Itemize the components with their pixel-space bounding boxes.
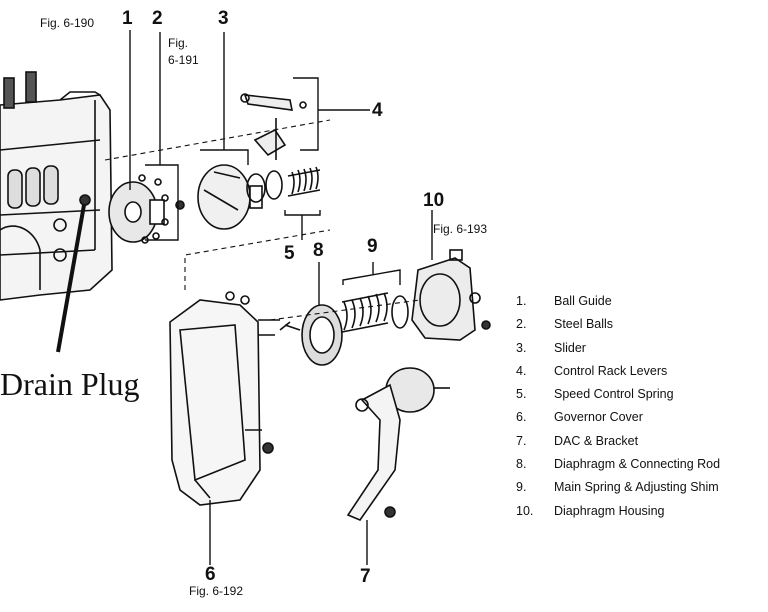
legend-item: 7. DAC & Bracket (516, 430, 720, 453)
callout-7: 7 (360, 566, 371, 587)
legend-item: 6. Governor Cover (516, 406, 720, 429)
legend-item-name: Governor Cover (554, 410, 643, 425)
legend-item: 9. Main Spring & Adjusting Shim (516, 476, 720, 499)
legend-item-number: 7. (516, 433, 527, 448)
diaphragm-housing-part (411, 249, 491, 341)
fig-6-192-ref: Fig. 6-192 (189, 584, 244, 598)
legend-item-name: Main Spring & Adjusting Shim (554, 480, 719, 495)
legend-item-name: Speed Control Spring (554, 387, 674, 402)
ball-guide-part (108, 181, 165, 243)
drain-plug-label: Drain Plug (0, 366, 140, 402)
fig-6-191-ref-line1: Fig. (168, 36, 189, 50)
slider-part (197, 164, 263, 230)
legend-item-name: Diaphragm & Connecting Rod (554, 457, 721, 472)
callout-4: 4 (372, 100, 383, 121)
callout-10: 10 (423, 190, 445, 211)
legend-item-number: 1. (516, 294, 527, 308)
legend-item-number: 10. (516, 503, 534, 518)
legend-item-number: 8. (516, 457, 527, 472)
callout-8: 8 (313, 240, 324, 261)
legend-item-number: 4. (516, 363, 527, 378)
callout-leaders (129, 30, 433, 565)
dac-bracket-part (346, 367, 450, 521)
legend-item-number: 9. (516, 480, 527, 495)
legend-item: 10. Diaphragm Housing (516, 500, 720, 523)
legend-item: 4. Control Rack Levers (516, 360, 720, 383)
drain-plug-leader (56, 204, 86, 353)
legend-item: 2. Steel Balls (516, 313, 720, 336)
control-rack-levers-part (240, 93, 307, 160)
governor-cover-part (169, 291, 280, 506)
callout-1: 1 (122, 8, 133, 29)
injection-pump-body (0, 71, 113, 301)
parts-legend: 1. Ball Guide 2. Steel Balls 3. Slider 4. Co… (516, 290, 720, 523)
callout-9: 9 (367, 236, 378, 257)
main-spring-part (341, 292, 409, 333)
diaphragm-connecting-rod-part (279, 304, 343, 366)
legend-item-number: 6. (516, 410, 527, 425)
legend-item-name: Slider (554, 340, 586, 355)
legend-item-number: 3. (516, 340, 527, 355)
callout-2: 2 (152, 8, 163, 29)
fig-6-191-ref-line2: 6-191 (168, 53, 199, 67)
legend-item: 5. Speed Control Spring (516, 383, 720, 406)
callout-5: 5 (284, 243, 295, 264)
speed-control-spring-part (246, 166, 321, 203)
legend-item: 1. Ball Guide (516, 290, 720, 313)
fig-6-190-ref: Fig. 6-190 (40, 16, 95, 30)
legend-item: 3. Slider (516, 337, 720, 360)
assembly-axes (104, 119, 421, 321)
legend-item-number: 5. (516, 387, 527, 402)
legend-item: 8. Diaphragm & Connecting Rod (516, 453, 720, 476)
legend-item-number: 2. (516, 317, 527, 332)
callout-6: 6 (205, 564, 216, 585)
fig-6-193-ref: Fig. 6-193 (433, 222, 488, 236)
callout-3: 3 (218, 8, 229, 29)
legend-item-name: Steel Balls (554, 317, 614, 332)
legend-item-name: Diaphragm Housing (554, 503, 665, 518)
legend-item-name: Control Rack Levers (554, 363, 668, 378)
legend-item-name: Ball Guide (554, 294, 612, 308)
legend-item-name: DAC & Bracket (554, 433, 639, 448)
